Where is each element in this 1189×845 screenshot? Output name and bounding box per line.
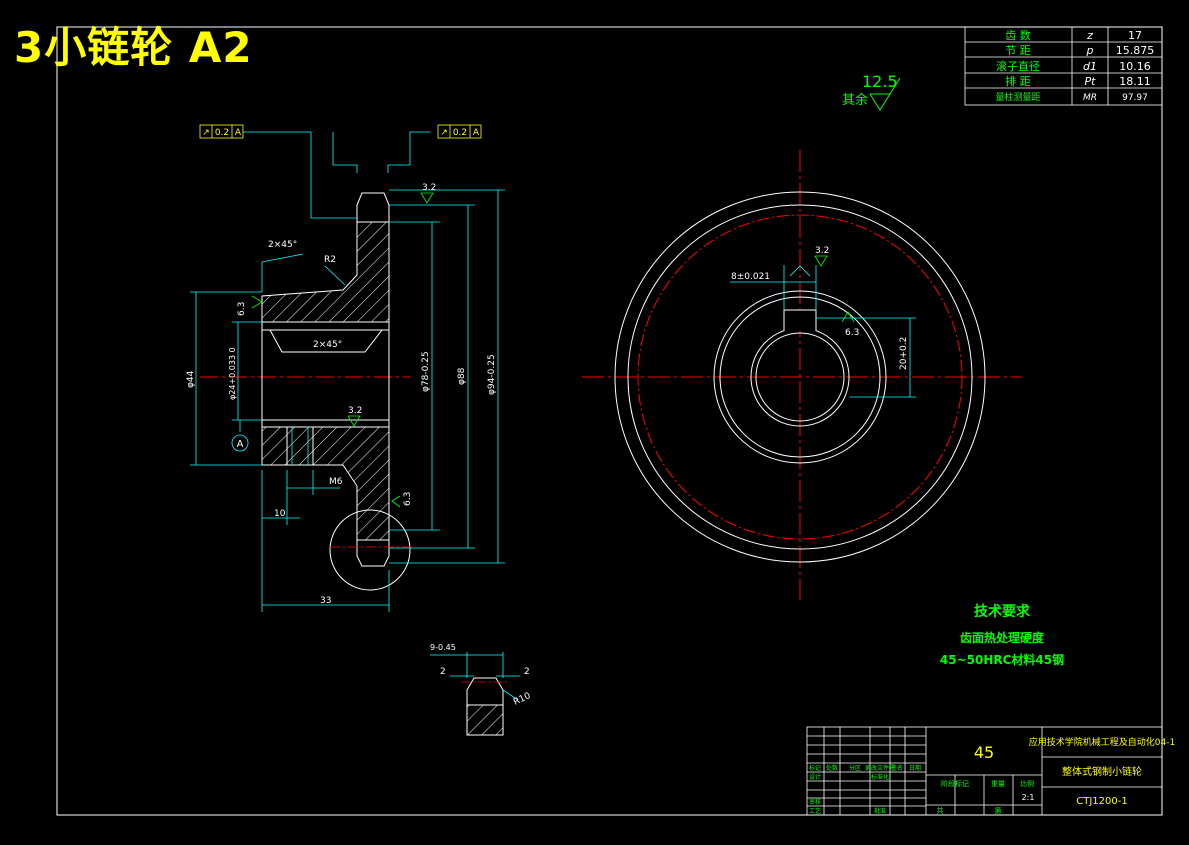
roughness-right: 6.3 <box>403 492 413 506</box>
dim-outer: φ94-0.25 <box>487 354 497 395</box>
dim-root: φ78-0.25 <box>421 351 431 392</box>
roughness-teeth: 3.2 <box>422 183 436 193</box>
param-symbol: p <box>1086 44 1094 57</box>
change-label: 更改文件号 <box>865 764 895 772</box>
param-symbol: z <box>1086 29 1093 42</box>
chamfer-bore-label: 2×45° <box>313 340 342 350</box>
param-symbol: Pt <box>1085 75 1097 88</box>
part-name: 整体式钢制小链轮 <box>1062 765 1142 778</box>
thread-label: M6 <box>329 477 343 487</box>
surface-rest-value: 12.5 <box>862 72 898 91</box>
dim-hub: φ44 <box>186 370 196 388</box>
count-label: 处数 <box>826 764 838 772</box>
tooth-right: 2 <box>524 667 530 677</box>
chamfer-top-label: 2×45° <box>268 240 297 250</box>
notes-line2: 45~50HRC材料45钢 <box>940 652 1064 667</box>
tol-datum: A <box>235 128 242 138</box>
sheets-label: 共 <box>937 806 944 815</box>
mark-label: 标记 <box>809 764 821 772</box>
tol-symbol: ↗ <box>202 128 210 138</box>
param-symbol: MR <box>1083 93 1097 103</box>
outer-frame <box>56 26 1163 816</box>
front-view <box>582 150 1022 600</box>
param-label: 滚子直径 <box>996 59 1040 73</box>
section-view <box>200 192 412 591</box>
roughness-key: 3.2 <box>815 246 829 256</box>
title-block <box>806 726 1163 816</box>
approve-label: 批准 <box>874 807 886 815</box>
date-label: 日期 <box>909 764 921 772</box>
roughness-left: 6.3 <box>237 302 247 316</box>
zone-label: 分区 <box>849 764 861 772</box>
front-labels: 8±0.021 3.2 6.3 20+0.2 <box>731 246 909 370</box>
roughness-bore: 3.2 <box>348 406 362 416</box>
roughness-side: 6.3 <box>845 328 859 338</box>
radius-label: R2 <box>324 255 336 265</box>
param-value: 97.97 <box>1122 93 1148 103</box>
tooth-detail: 9-0.45 2 2 R10 <box>430 643 533 736</box>
design-label: 设计 <box>809 773 821 781</box>
tooth-radius: R10 <box>512 691 533 708</box>
roughness-symbols <box>251 192 434 508</box>
sheet-label: 第 <box>995 806 1002 815</box>
notes-title: 技术要求 <box>974 603 1031 620</box>
front-dimensions <box>730 265 916 398</box>
tol-datum: A <box>473 128 480 138</box>
weight-label: 重量 <box>991 780 1005 788</box>
tol-value: 0.2 <box>215 128 229 138</box>
param-value: 17 <box>1128 29 1142 42</box>
tolerance-frame-right: ↗ 0.2 A <box>437 124 482 139</box>
datum-marker: A <box>231 420 249 452</box>
surface-rest-symbol: 其余 12.5 <box>842 72 901 111</box>
tech-notes: 技术要求 齿面热处理硬度 45~50HRC材料45钢 <box>940 603 1064 667</box>
surface-rest-label: 其余 <box>842 92 868 108</box>
dim-10: 10 <box>274 509 286 519</box>
param-symbol: d1 <box>1083 60 1097 73</box>
dim-33: 33 <box>320 596 331 606</box>
tolerance-frame-left: ↗ 0.2 A <box>199 124 244 139</box>
dim-pitch: φ88 <box>457 367 467 385</box>
param-label: 量柱测量距 <box>995 91 1040 103</box>
datum-label: A <box>237 439 244 450</box>
tooth-left: 2 <box>440 667 446 677</box>
tooth-width: 9-0.45 <box>430 643 456 652</box>
tol-value: 0.2 <box>453 128 467 138</box>
std-label: 标准化 <box>871 773 889 781</box>
params-table-text: 齿 数 节 距 滚子直径 排 距 量柱测量距 <box>995 29 1040 103</box>
params-table-values: 17 15.875 10.16 18.11 97.97 <box>1116 29 1155 103</box>
sign-label: 签名 <box>891 764 903 772</box>
param-label: 节 距 <box>1005 44 1031 57</box>
material: 45 <box>974 743 994 762</box>
param-value: 18.11 <box>1119 75 1151 88</box>
scale: 2:1 <box>1022 793 1035 802</box>
param-label: 排 距 <box>1005 74 1031 88</box>
title-block-text: 45 应用技术学院机械工程及自动化04-1 整体式钢制小链轮 CTJ1200-1… <box>809 736 1175 815</box>
drawing-no: CTJ1200-1 <box>1076 796 1127 807</box>
review-label: 审核 <box>809 798 821 806</box>
notes-line1: 齿面热处理硬度 <box>960 630 1045 645</box>
section-dimensions <box>190 131 505 612</box>
params-table-symbols: z p d1 Pt MR <box>1083 29 1097 103</box>
param-value: 10.16 <box>1119 60 1151 73</box>
tol-symbol: ↗ <box>440 128 448 138</box>
section-labels: 2×45° R2 2×45° 3.2 3.2 M6 10 33 6.3 6.3 … <box>186 183 497 606</box>
sheet-title: 3小链轮 A2 <box>14 23 253 72</box>
param-label: 齿 数 <box>1005 29 1031 42</box>
params-table <box>964 26 1163 106</box>
process-label: 工艺 <box>809 807 821 815</box>
param-value: 15.875 <box>1116 44 1155 57</box>
stage-label: 阶段标记 <box>941 779 969 788</box>
dim-bore: φ24+0.033 0 <box>228 347 237 400</box>
keyway-depth: 20+0.2 <box>899 337 909 370</box>
school: 应用技术学院机械工程及自动化04-1 <box>1029 736 1175 748</box>
scale-label: 比例 <box>1020 779 1034 788</box>
front-roughness-symbols <box>814 255 855 323</box>
keyway-width: 8±0.021 <box>731 272 770 282</box>
